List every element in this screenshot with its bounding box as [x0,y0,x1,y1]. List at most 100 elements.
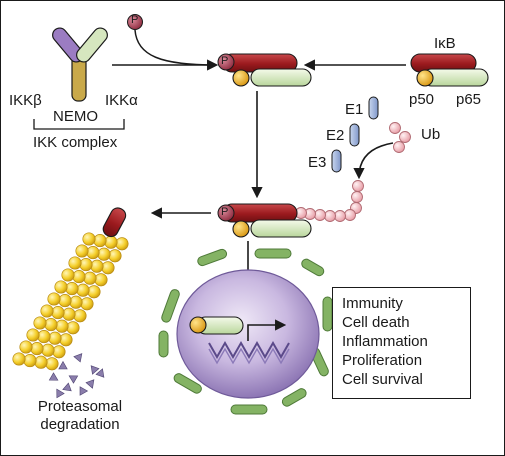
peptide-fragment [73,353,83,363]
proteasome-subunit [45,357,59,371]
proteasome-subunit [44,318,58,332]
proteasome-subunit [76,283,90,297]
p65-label: p65 [456,91,482,108]
proteasome-subunit [33,316,47,330]
phosphate-label-ubiquitinated: P [221,206,229,218]
proteasome-subunit [62,307,76,321]
peptide-fragment [56,388,65,399]
proteasome-subunit [66,321,80,335]
proteasome-subunit [51,306,65,320]
peptide-fragment [85,379,95,389]
ikb-complex-phosphorylated [217,53,312,87]
p50-label: p50 [409,91,435,108]
peptide-fragment [95,368,105,378]
proteasome-subunit [47,292,61,306]
outcome-item: Inflammation [342,333,428,350]
proteasome-subunit [73,309,87,323]
proteasome-subunit [101,261,115,275]
proteasome [12,207,129,371]
proteasome-subunit [19,340,33,354]
ikk-alpha-label: IKKα [105,92,138,109]
ikb-entering-proteasome [102,207,127,238]
proteasome-subunit [80,297,94,311]
phosphate-label-bound: P [221,55,229,67]
proteasome-subunit [75,244,89,258]
ubiquitin-chain [295,180,364,222]
peptide-fragment [62,382,72,392]
proteasome-subunit [94,273,108,287]
proteasome-subunit [26,328,40,342]
proteasome-subunit [72,270,86,284]
degradation-fragments [48,353,105,399]
ubiquitin-enzymes [331,96,379,173]
outcome-item: Cell death [342,314,410,331]
proteasome-subunit [37,330,51,344]
proteasome-subunit [83,271,97,285]
proteasome-subunit [82,232,96,246]
arrow-ubiquitin-transfer [353,142,394,180]
ikk-alpha-subunit [76,27,108,63]
proteasome-subunit [52,345,66,359]
transcription-arrow [247,319,287,341]
peptide-fragment [58,360,68,370]
phosphate-group [127,14,217,66]
proteasomal-degradation-label: Proteasomal degradation [25,398,135,434]
phosphate-label: P [131,14,139,26]
nfkb-dimer-nuclear [189,316,244,335]
outcome-item: Immunity [342,295,403,312]
outcome-list: Immunity Cell death Inflammation Prolife… [332,287,471,399]
peptide-fragment [48,372,59,381]
nucleus [158,248,333,415]
proteasome-subunit [90,259,104,273]
e1-label: E1 [345,101,364,118]
proteasome-subunit [104,235,118,249]
ikk-complex-label: IKK complex [33,134,118,151]
proteasome-subunit [87,285,101,299]
ikk-complex-bracket [33,119,125,130]
ikb-nfkb-complex-inactive [410,53,489,87]
proteasome-subunit [108,249,122,263]
proteasome-subunit [54,280,68,294]
proteasome-subunit [58,294,72,308]
e1-enzyme [368,96,379,120]
proteasome-subunit [30,342,44,356]
proteasome-subunit [93,234,107,248]
dna-strand [208,340,290,360]
nemo-label: NEMO [53,108,98,125]
proteasome-subunit [79,258,93,272]
proteasome-subunit [65,282,79,296]
endoplasmic-reticulum [158,248,333,415]
peptide-fragment [90,365,100,375]
e3-label: E3 [308,154,327,171]
peptide-fragment [68,375,79,384]
proteasome-subunit [40,304,54,318]
proteasome-subunit [41,343,55,357]
outcome-item: Proliferation [342,352,423,369]
e2-label: E2 [326,127,345,144]
ikb-complex-ubiquitinated [217,203,312,238]
proteasome-subunit [61,268,75,282]
outcome-item: Cell survival [342,371,423,388]
proteasome-subunit [55,319,69,333]
proteasome-subunit [34,355,48,369]
proteasome-subunit [69,295,83,309]
proteasome-subunit [12,352,26,366]
proteasome-subunit [115,237,129,251]
ikb-label: IκB [434,35,456,52]
ikk-beta-label: IKKβ [9,92,42,109]
proteasome-subunit [23,354,37,368]
proteasomal-label-line2: degradation [40,416,120,433]
proteasomal-label-line1: Proteasomal [37,398,123,415]
ikk-complex [33,27,125,130]
free-ubiquitin [389,122,411,153]
proteasome-subunit [97,247,111,261]
e2-enzyme [349,123,360,147]
proteasome-subunit [68,256,82,270]
e3-enzyme [331,149,342,173]
ubiquitin-label: Ub [421,126,441,143]
peptide-fragment [79,386,89,396]
proteasome-subunit [48,331,62,345]
proteasome-subunit [86,246,100,260]
